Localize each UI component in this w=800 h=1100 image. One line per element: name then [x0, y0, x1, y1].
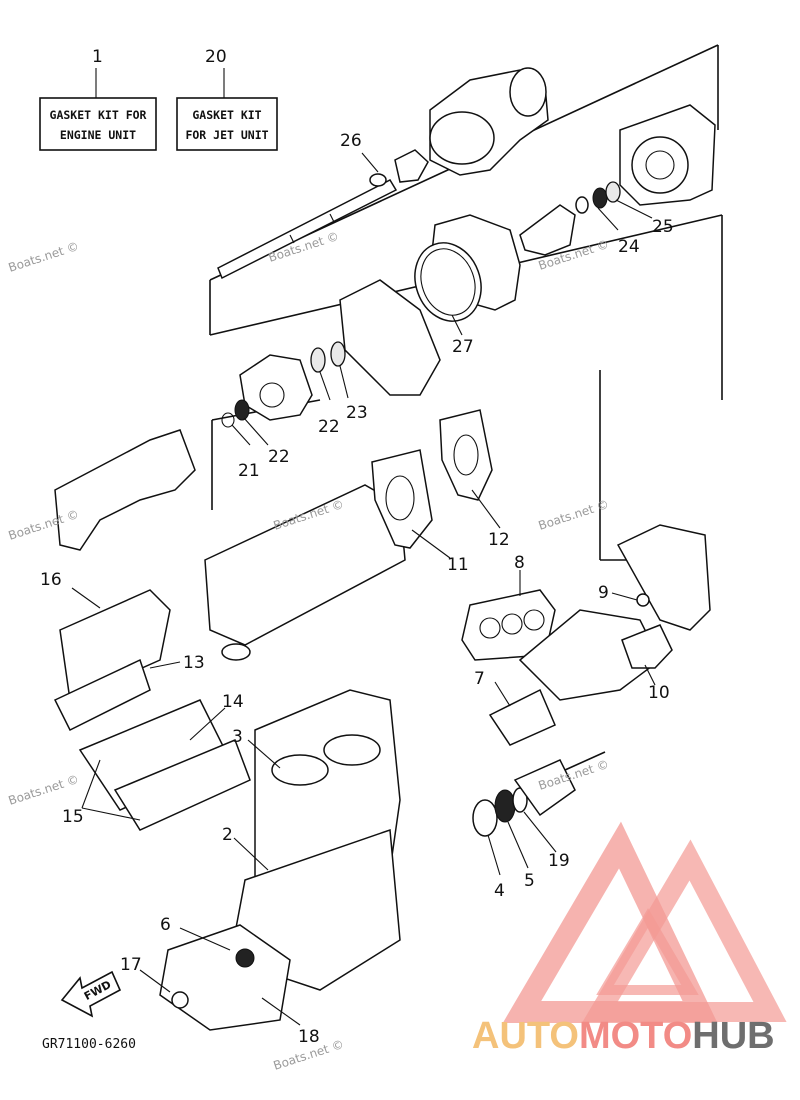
- callout-8: 8: [514, 553, 525, 573]
- brand-part1: AUTO: [472, 1015, 579, 1057]
- exhaust-chamber: [204, 484, 406, 661]
- watermark-text: Boats.net ©: [7, 239, 81, 275]
- brand-part2: MOTO: [579, 1015, 692, 1057]
- exhaust-pipe: [54, 429, 196, 551]
- callout-12: 12: [488, 530, 510, 550]
- watermark-text: Boats.net ©: [7, 772, 81, 808]
- callout-16: 16: [40, 570, 62, 590]
- callout-23: 23: [346, 403, 368, 423]
- seal-pair-24-25: [575, 181, 621, 214]
- kit-box-jet: 20 GASKET KIT FOR JET UNIT: [176, 47, 278, 151]
- automotohub-logo: [502, 821, 787, 1023]
- callout-label: 20: [205, 47, 227, 67]
- kit-box-line2: ENGINE UNIT: [60, 128, 136, 142]
- fwd-arrow-icon: FWD: [60, 970, 122, 1018]
- callout-4: 4: [494, 881, 505, 901]
- jet-pump-body: [414, 214, 521, 322]
- kit-box-line1: GASKET KIT FOR: [50, 108, 147, 122]
- oring-26: [369, 149, 429, 187]
- callout-25: 25: [652, 217, 674, 237]
- jet-nozzle-housing: [429, 67, 549, 176]
- callout-13: 13: [183, 653, 205, 673]
- kit-box-line2: FOR JET UNIT: [185, 128, 268, 142]
- bearing-housing: [221, 341, 346, 428]
- callout-21: 21: [238, 461, 260, 481]
- leader-lines: [71, 152, 656, 1026]
- callout-26: 26: [340, 131, 362, 151]
- callout-2: 2: [222, 825, 233, 845]
- callouts: 26 24 25 27 22 23 21 22 16 11 12 8 9 13 …: [40, 131, 674, 1047]
- callout-11: 11: [447, 555, 469, 575]
- intake-manifold: [53, 589, 251, 831]
- callout-6: 6: [160, 915, 171, 935]
- kit-box-line1: GASKET KIT: [192, 108, 261, 122]
- diagram-code: GR71100-6260: [42, 1037, 136, 1052]
- callout-22b: 22: [268, 447, 290, 467]
- drive-shaft: [217, 179, 398, 280]
- callout-10: 10: [648, 683, 670, 703]
- brand-wordmark: AUTOMOTOHUB: [472, 1015, 775, 1057]
- callout-7: 7: [474, 669, 485, 689]
- callout-27: 27: [452, 337, 474, 357]
- exhaust-gasket-11: [371, 449, 433, 549]
- exhaust-manifold: [461, 524, 711, 701]
- callout-5: 5: [524, 871, 535, 891]
- callout-22a: 22: [318, 417, 340, 437]
- exhaust-joint: [488, 688, 556, 746]
- coupling-parts: [472, 751, 606, 837]
- callout-19: 19: [548, 851, 570, 871]
- callout-9: 9: [598, 583, 609, 603]
- impeller: [519, 204, 576, 256]
- callout-17: 17: [120, 955, 142, 975]
- callout-3: 3: [232, 727, 243, 747]
- kit-box-engine: 1 GASKET KIT FOR ENGINE UNIT: [39, 47, 157, 151]
- impeller-housing: [619, 104, 716, 206]
- callout-14: 14: [222, 692, 244, 712]
- svg-text:AUTOMOTOHUB: AUTOMOTOHUB: [472, 1015, 775, 1057]
- magneto-cover: [159, 924, 291, 1031]
- callout-label: 1: [92, 47, 103, 67]
- callout-15: 15: [62, 807, 84, 827]
- callout-18: 18: [298, 1027, 320, 1047]
- callout-24: 24: [618, 237, 640, 257]
- intake-duct: [339, 279, 441, 396]
- exhaust-gasket-12: [439, 409, 493, 501]
- brand-part3: HUB: [692, 1015, 774, 1057]
